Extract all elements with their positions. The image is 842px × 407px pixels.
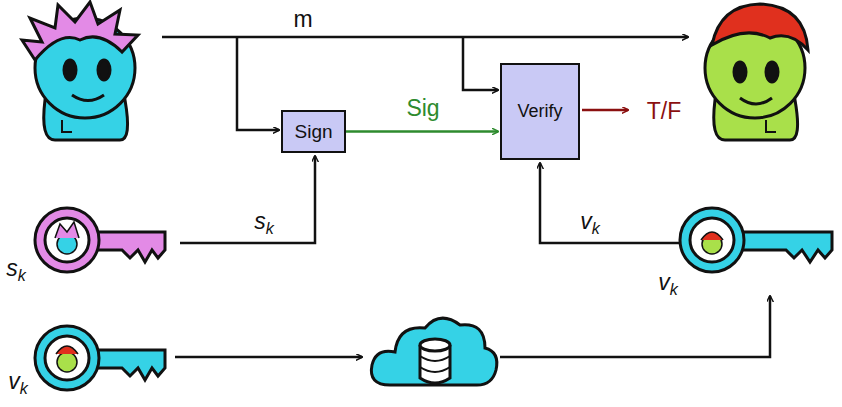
verification-key	[680, 208, 832, 272]
signing-key	[35, 208, 165, 272]
key-name: vk	[658, 271, 678, 297]
key-name: sk	[254, 210, 274, 236]
box-label: Sign	[294, 121, 332, 143]
key-name: sk	[6, 257, 26, 283]
result-arrow	[582, 109, 628, 112]
alice-figure	[22, 2, 138, 140]
verification-key	[35, 326, 165, 390]
box-label: Verify	[517, 101, 562, 122]
process-box: Sign	[281, 110, 346, 153]
process-box: Verify	[500, 63, 580, 160]
cloud-database	[371, 318, 496, 385]
bob-figure	[705, 4, 808, 140]
signal-name: T/F	[647, 100, 682, 123]
signal-name: m	[293, 8, 312, 31]
signature-arrow	[346, 130, 498, 133]
key-name: vk	[8, 370, 28, 396]
edge-label: Sig	[406, 96, 439, 119]
key-name: vk	[580, 210, 600, 236]
wire	[162, 37, 770, 357]
